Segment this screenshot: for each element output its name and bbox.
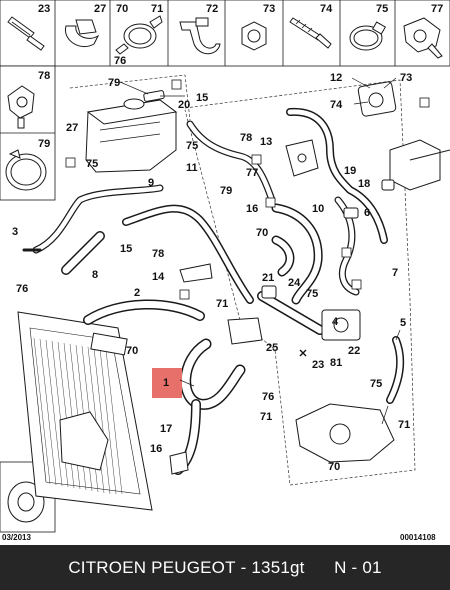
part-75-number: 75 <box>376 3 388 15</box>
callout: 14 <box>152 271 165 283</box>
part-77-number: 77 <box>431 3 443 15</box>
callout: 19 <box>344 165 356 177</box>
callout: 71 <box>260 411 272 423</box>
screw-icon <box>289 17 332 49</box>
callout: 70 <box>126 345 138 357</box>
callout: 22 <box>348 345 360 357</box>
callout: 71 <box>398 419 410 431</box>
band-clamp-icon <box>349 21 387 51</box>
callout: 70 <box>328 461 340 473</box>
callout: 15 <box>196 92 208 104</box>
footer-brand: CITROEN PEUGEOT <box>68 557 236 577</box>
callout: 78 <box>152 248 164 260</box>
callout: 70 <box>256 227 268 239</box>
diagram-ref: 00014108 <box>400 533 436 542</box>
footer-position: N - 01 <box>334 557 382 577</box>
hose-clamp-icon <box>115 15 163 55</box>
expansion-tank <box>85 98 178 173</box>
callout: 75 <box>306 288 318 300</box>
callout: 11 <box>186 162 198 174</box>
part-27-number: 27 <box>94 3 106 15</box>
parts-diagram: 23 27 70 71 76 72 73 <box>0 0 450 542</box>
side-part-79-number: 79 <box>38 138 50 150</box>
components <box>143 81 450 475</box>
footer-gap <box>305 558 335 578</box>
callout: 3 <box>12 226 18 238</box>
callout: 78 <box>240 132 252 144</box>
callout: 2 <box>134 287 140 299</box>
callout: 13 <box>260 136 272 148</box>
callout: 75 <box>86 158 98 170</box>
callout: 15 <box>120 243 132 255</box>
callout: 79 <box>108 77 120 89</box>
hoses <box>22 107 405 475</box>
radiator <box>17 311 153 511</box>
callout: 17 <box>160 423 172 435</box>
callout: 76 <box>262 391 274 403</box>
callout: 9 <box>148 177 154 189</box>
footer-part-number: 1351gt <box>251 557 305 577</box>
callout: 77 <box>246 167 258 179</box>
callout: 27 <box>66 122 78 134</box>
callout: 75 <box>186 140 198 152</box>
side-part-78-number: 78 <box>38 70 50 82</box>
callout: 5 <box>400 317 406 329</box>
parts-row: 23 27 70 71 76 72 73 <box>0 0 450 67</box>
callout: 16 <box>246 203 258 215</box>
part-72-number: 72 <box>206 3 218 15</box>
part-73-number: 73 <box>263 3 275 15</box>
part-74-number: 74 <box>320 3 333 15</box>
part-71-number: 71 <box>151 3 163 15</box>
highlighted-part-number: 1 <box>163 377 169 389</box>
callout: 20 <box>178 99 190 111</box>
date-code: 03/2013 <box>2 533 31 542</box>
callout: 25 <box>266 342 278 354</box>
callout: 23 <box>312 359 324 371</box>
callout-numbers: 79 20 15 75 78 13 11 77 27 75 9 79 70 16… <box>12 72 412 473</box>
highlight-box <box>152 368 182 398</box>
bracket-clip-icon <box>179 17 221 55</box>
quick-connector-icon <box>403 17 443 59</box>
part-23-number: 23 <box>38 3 50 15</box>
callout: 12 <box>330 72 342 84</box>
callout: 7 <box>392 267 398 279</box>
callout: 79 <box>220 185 232 197</box>
washer-icon <box>7 481 45 523</box>
callout: 81 <box>330 357 342 369</box>
callout: 18 <box>358 178 370 190</box>
callout: 74 <box>330 99 343 111</box>
connector-icon <box>7 85 35 129</box>
callout: 10 <box>312 203 324 215</box>
callout: 76 <box>16 283 28 295</box>
footer-separator: - <box>235 557 252 577</box>
callout: 73 <box>400 72 412 84</box>
clamp-ring-icon <box>5 149 47 191</box>
reference-squares <box>65 79 430 300</box>
bracket-outline <box>69 74 191 121</box>
callout: 21 <box>262 272 274 284</box>
clip-icon <box>64 19 100 48</box>
part-70-number: 70 <box>116 3 128 15</box>
callout: 71 <box>216 298 228 310</box>
leader-lines <box>119 77 401 425</box>
callout: 6 <box>364 207 370 219</box>
callout: 24 <box>288 277 301 289</box>
callout: 75 <box>370 378 382 390</box>
callout: 8 <box>92 269 98 281</box>
callout: 16 <box>150 443 162 455</box>
nut-icon <box>241 21 267 51</box>
callout: 4 <box>332 316 339 328</box>
part-76-number: 76 <box>114 55 126 67</box>
footer-bar: CITROEN PEUGEOT - 1351gt N - 01 <box>0 545 450 590</box>
bolt-icon <box>7 16 45 51</box>
side-parts: 78 79 <box>0 65 56 201</box>
